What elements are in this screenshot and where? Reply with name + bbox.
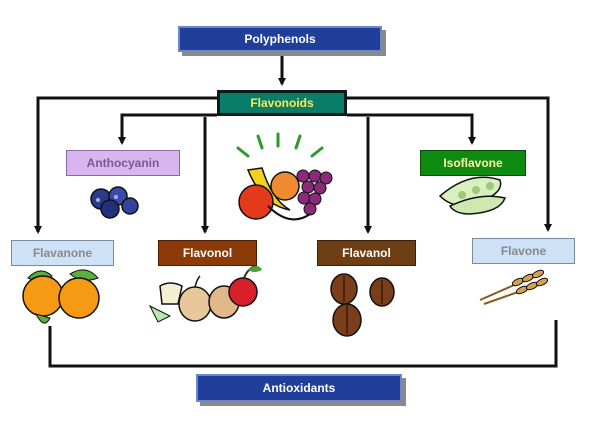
arrow-to-flavanone [34,96,217,234]
isoflavone-box: Isoflavone [420,150,526,176]
arrow-to-anthocyanin [118,113,217,145]
flavonoids-box: Flavonoids [217,90,347,116]
flavone-box: Flavone [472,238,575,264]
bracket-to-antioxidants [48,320,558,368]
connector-lines [34,55,558,368]
polyphenols-box: Polyphenols [178,26,382,52]
oranges-icon [22,269,100,324]
arrow-to-flavone [347,96,552,232]
flavanol-box: Flavanol [317,240,416,266]
blueberries-icon [90,186,139,219]
cocoa-beans-icon [330,273,395,337]
soybean-pods-icon [438,176,506,215]
arrow-to-isoflavone [347,113,476,145]
flavanone-box: Flavanone [11,240,114,266]
antioxidants-box: Antioxidants [196,374,402,402]
mixed-fruit-icon [236,132,333,221]
anthocyanin-box: Anthocyanin [66,150,180,176]
flavonol-box: Flavonol [158,240,257,266]
onion-apple-tea-icon [148,265,262,323]
wheat-icon [479,269,549,305]
